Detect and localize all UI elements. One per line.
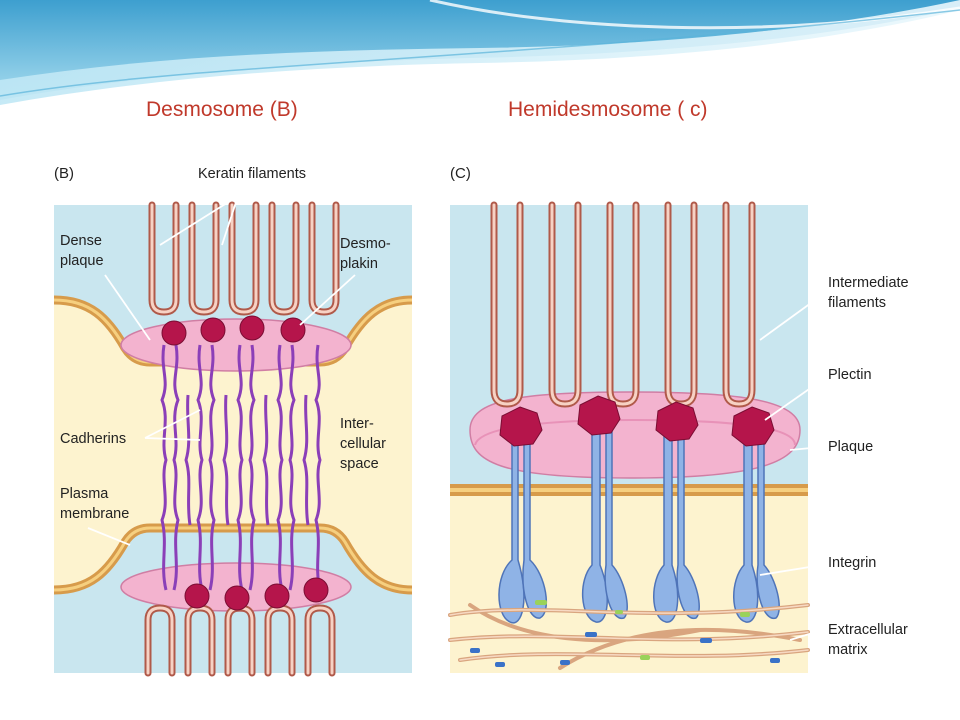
label-intermediate-filaments-2: filaments — [828, 295, 886, 311]
panel-c-letter: (C) — [450, 165, 471, 182]
plectin-proteins — [499, 395, 775, 447]
label-cadherins: Cadherins — [60, 431, 126, 447]
panel-b-letter: (B) — [54, 165, 74, 182]
matrix-particles — [470, 600, 780, 667]
label-desmoplakin-1: Desmo- — [340, 236, 391, 252]
label-intercellular-2: cellular — [340, 436, 386, 452]
desmosome-leader-lines — [87, 195, 356, 546]
label-intermediate-filaments-1: Intermediate — [828, 275, 909, 291]
label-keratin-filaments: Keratin filaments — [198, 166, 306, 182]
label-plectin: Plectin — [828, 367, 872, 383]
desmoplakin-proteins — [161, 315, 329, 611]
cadherins — [160, 344, 322, 591]
label-intercellular-1: Inter- — [340, 416, 374, 432]
integrins — [498, 429, 780, 624]
title-hemidesmosome: Hemidesmosome ( c) — [508, 98, 708, 121]
title-desmosome: Desmosome (B) — [146, 98, 298, 121]
label-extracellular-matrix-1: Extracellular — [828, 622, 908, 638]
label-extracellular-matrix-2: matrix — [828, 642, 868, 658]
label-intercellular-3: space — [340, 456, 379, 472]
hemidesmosome-leader-lines — [759, 294, 823, 641]
label-plasma-membrane-1: Plasma — [60, 486, 109, 502]
label-integrin: Integrin — [828, 555, 876, 571]
label-dense-plaque-1: Dense — [60, 233, 102, 249]
label-plasma-membrane-2: membrane — [60, 506, 129, 522]
label-dense-plaque-2: plaque — [60, 253, 104, 269]
label-plaque: Plaque — [828, 439, 873, 455]
label-desmoplakin-2: plakin — [340, 256, 378, 272]
header-wave — [0, 0, 960, 105]
